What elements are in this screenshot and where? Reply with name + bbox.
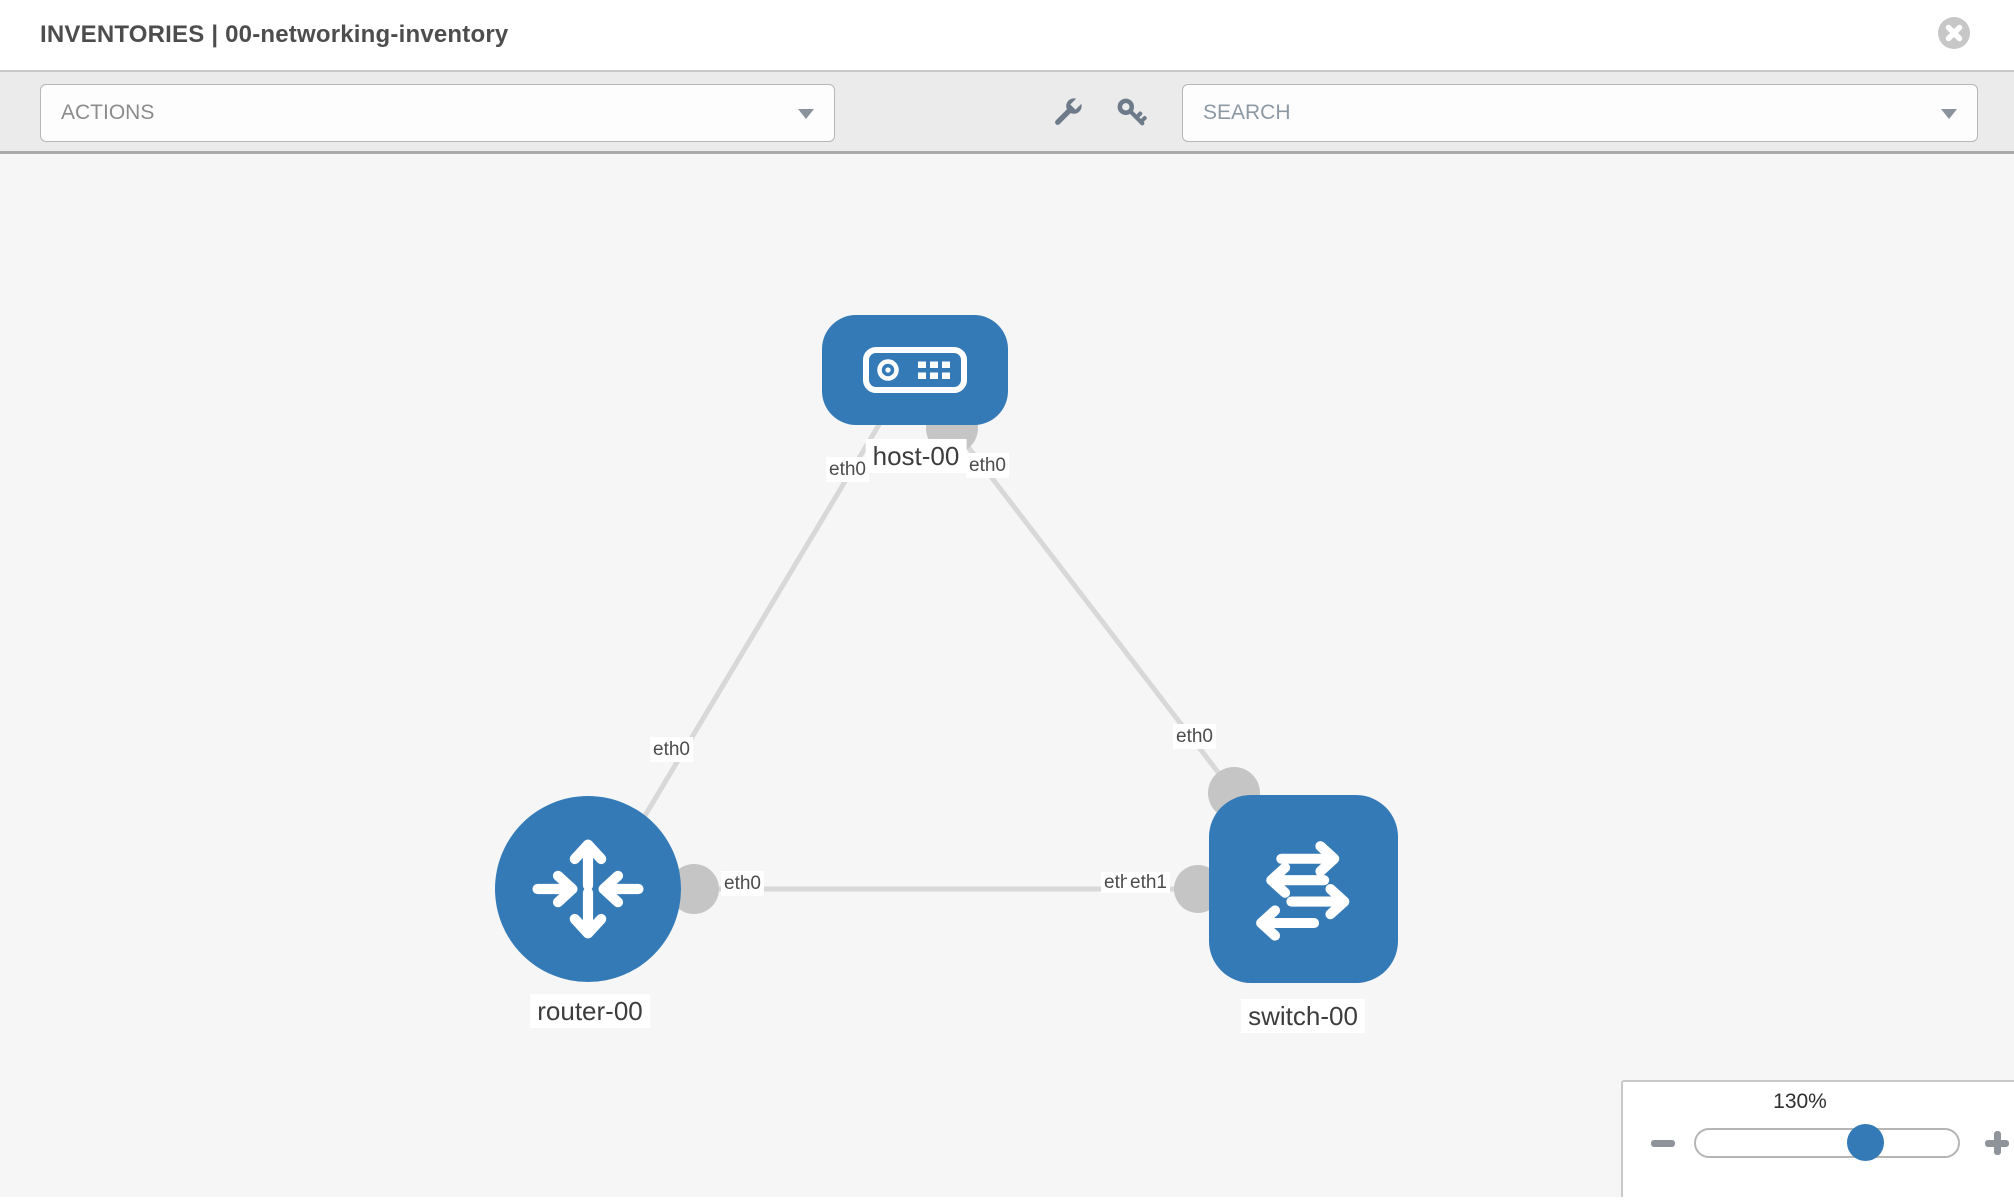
- node-switch-00[interactable]: [1209, 795, 1398, 983]
- key-icon[interactable]: [1112, 93, 1154, 135]
- node-label-router: router-00: [530, 994, 650, 1028]
- interface-label-host-to-router: eth0: [826, 457, 869, 482]
- interface-circle-router-eth0[interactable]: [669, 864, 719, 914]
- zoom-slider-thumb[interactable]: [1847, 1124, 1884, 1161]
- node-host-00[interactable]: [822, 315, 1008, 425]
- interface-label-router-to-switch: eth0: [721, 871, 764, 896]
- interface-label-host-to-switch: eth0: [966, 453, 1009, 478]
- zoom-control-panel: 130%: [1621, 1080, 2014, 1197]
- host-icon: [863, 347, 967, 393]
- search-placeholder: SEARCH: [1203, 101, 1291, 124]
- node-router-00[interactable]: [495, 796, 681, 982]
- zoom-level-value: 130%: [1773, 1090, 1827, 1113]
- topology-links-layer: [631, 402, 1260, 914]
- page-title: INVENTORIES | 00-networking-inventory: [40, 21, 509, 48]
- topology-canvas[interactable]: host-00 router-00 switch-00 eth0 eth0 et…: [0, 154, 2014, 1197]
- interface-label-switch-eth0-behind: eth0: [1101, 872, 1131, 893]
- interface-label-switch-to-host: eth0: [1173, 724, 1216, 749]
- toolbar: ACTIONS SEARCH: [0, 72, 2014, 154]
- minus-icon: [1651, 1140, 1675, 1147]
- close-button[interactable]: [1938, 17, 1970, 49]
- switch-icon: [1255, 841, 1349, 941]
- link-host-router[interactable]: [631, 416, 886, 836]
- zoom-in-button[interactable]: [1983, 1129, 2011, 1157]
- node-label-switch: switch-00: [1241, 999, 1365, 1033]
- node-label-host: host-00: [865, 439, 967, 473]
- router-icon: [532, 839, 644, 939]
- breadcrumb-header: INVENTORIES | 00-networking-inventory: [0, 0, 2014, 72]
- wrench-icon[interactable]: [1045, 93, 1087, 135]
- interface-label-router-to-host: eth0: [650, 737, 693, 762]
- chevron-down-icon: [798, 109, 814, 119]
- chevron-down-icon: [1941, 109, 1957, 119]
- actions-dropdown-label: ACTIONS: [61, 101, 155, 124]
- zoom-out-button[interactable]: [1649, 1129, 1677, 1157]
- close-icon: [1945, 24, 1963, 42]
- interface-label-switch-eth1: eth1: [1127, 872, 1170, 893]
- search-input[interactable]: SEARCH: [1182, 84, 1978, 142]
- zoom-slider-track[interactable]: [1694, 1128, 1960, 1158]
- actions-dropdown[interactable]: ACTIONS: [40, 84, 835, 142]
